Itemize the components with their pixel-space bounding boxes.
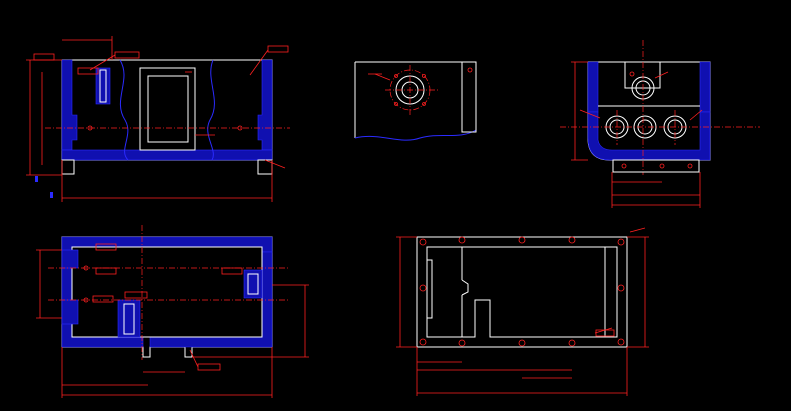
side-outline	[587, 61, 711, 161]
bottom-hole-2	[458, 236, 466, 244]
detail-bolt-hole-3	[394, 102, 398, 106]
side-mark-1	[629, 71, 635, 77]
front-section-view[interactable]	[26, 36, 290, 202]
side-left-wall-section	[587, 61, 599, 113]
bottom-rib-notch	[461, 279, 469, 296]
top-callout-2	[95, 267, 117, 275]
top-callout-5	[124, 291, 148, 299]
detail-flange-mark	[467, 67, 473, 73]
bottom-hole-5	[617, 238, 625, 246]
front-centre-mark-left	[87, 125, 93, 131]
top-section-view[interactable]	[36, 225, 309, 398]
side-base-flange	[612, 159, 700, 173]
bottom-hole-4	[568, 236, 576, 244]
detail-bolt-hole-4	[422, 102, 426, 106]
bottom-hole-8	[419, 338, 427, 346]
detail-leader	[374, 73, 391, 81]
top-center-boss	[117, 299, 141, 338]
top-inner-cavity	[71, 246, 263, 338]
bottom-leader-top	[629, 227, 646, 233]
bottom-hole-9	[458, 339, 466, 347]
bottom-left-ledge	[427, 259, 433, 319]
front-leader-5	[264, 159, 286, 169]
front-left-foot	[61, 159, 75, 175]
top-wall-section-left	[61, 236, 273, 348]
top-callout-4	[92, 295, 114, 303]
front-datum-mark-1	[35, 176, 38, 182]
top-callout-6	[197, 363, 221, 371]
side-leader-left	[579, 109, 601, 119]
bottom-inner-contour	[426, 246, 618, 338]
side-base-hole-2	[659, 163, 665, 169]
side-bottom-section	[587, 111, 711, 161]
front-centre-mark-right	[237, 125, 243, 131]
side-base-hole-3	[687, 163, 693, 169]
top-callout-3	[221, 267, 243, 275]
side-section-view[interactable]	[560, 40, 760, 208]
front-right-wall-section	[257, 59, 273, 151]
front-boss-bore	[147, 75, 189, 143]
front-callout-box-1	[114, 51, 140, 59]
bottom-hole-11	[568, 339, 576, 347]
bottom-callout	[595, 329, 615, 337]
front-bottom-section	[61, 149, 273, 161]
bottom-hole-12	[617, 338, 625, 346]
side-base-hole-1	[621, 163, 627, 169]
top-right-boss-bore	[247, 273, 259, 295]
top-wall-section-right	[149, 251, 273, 348]
bottom-outline	[416, 236, 628, 348]
top-mark-2	[83, 297, 89, 303]
front-break-line-right	[207, 59, 215, 161]
detail-right-flange	[461, 61, 477, 133]
front-break-line-left	[119, 59, 129, 161]
bottom-leader	[594, 327, 613, 334]
front-center-boss	[139, 67, 196, 151]
front-leader-1	[89, 54, 116, 71]
front-left-bore	[99, 69, 107, 103]
bottom-hole-7	[617, 284, 625, 292]
front-body-outline	[61, 59, 273, 161]
detail-break-line	[354, 129, 477, 141]
bottom-hole-3	[518, 236, 526, 244]
top-center-boss-bore	[123, 303, 135, 335]
side-top-boss	[624, 61, 661, 89]
bottom-hole-1	[419, 238, 427, 246]
front-callout-box-2	[77, 67, 99, 75]
front-callout-box-4	[267, 45, 289, 53]
front-callout-box-3	[33, 53, 55, 61]
top-callout-1	[95, 243, 117, 251]
top-leader-bottom	[189, 349, 199, 368]
bottom-hole-10	[518, 339, 526, 347]
top-left-boss-lower	[61, 299, 79, 325]
side-right-wall-section	[699, 61, 711, 113]
front-leader-2	[249, 49, 269, 76]
partial-detail-view[interactable]	[354, 61, 477, 141]
bottom-hole-6	[419, 284, 427, 292]
detail-bolt-hole-1	[394, 74, 398, 78]
side-leader-right	[689, 109, 703, 121]
front-left-wall-section	[61, 59, 78, 151]
front-datum-mark-2	[50, 192, 53, 198]
side-leader-top	[654, 71, 669, 79]
top-mark-1	[83, 265, 89, 271]
bottom-view[interactable]	[396, 227, 649, 396]
top-left-boss-upper	[61, 249, 79, 269]
detail-bolt-hole-2	[422, 74, 426, 78]
